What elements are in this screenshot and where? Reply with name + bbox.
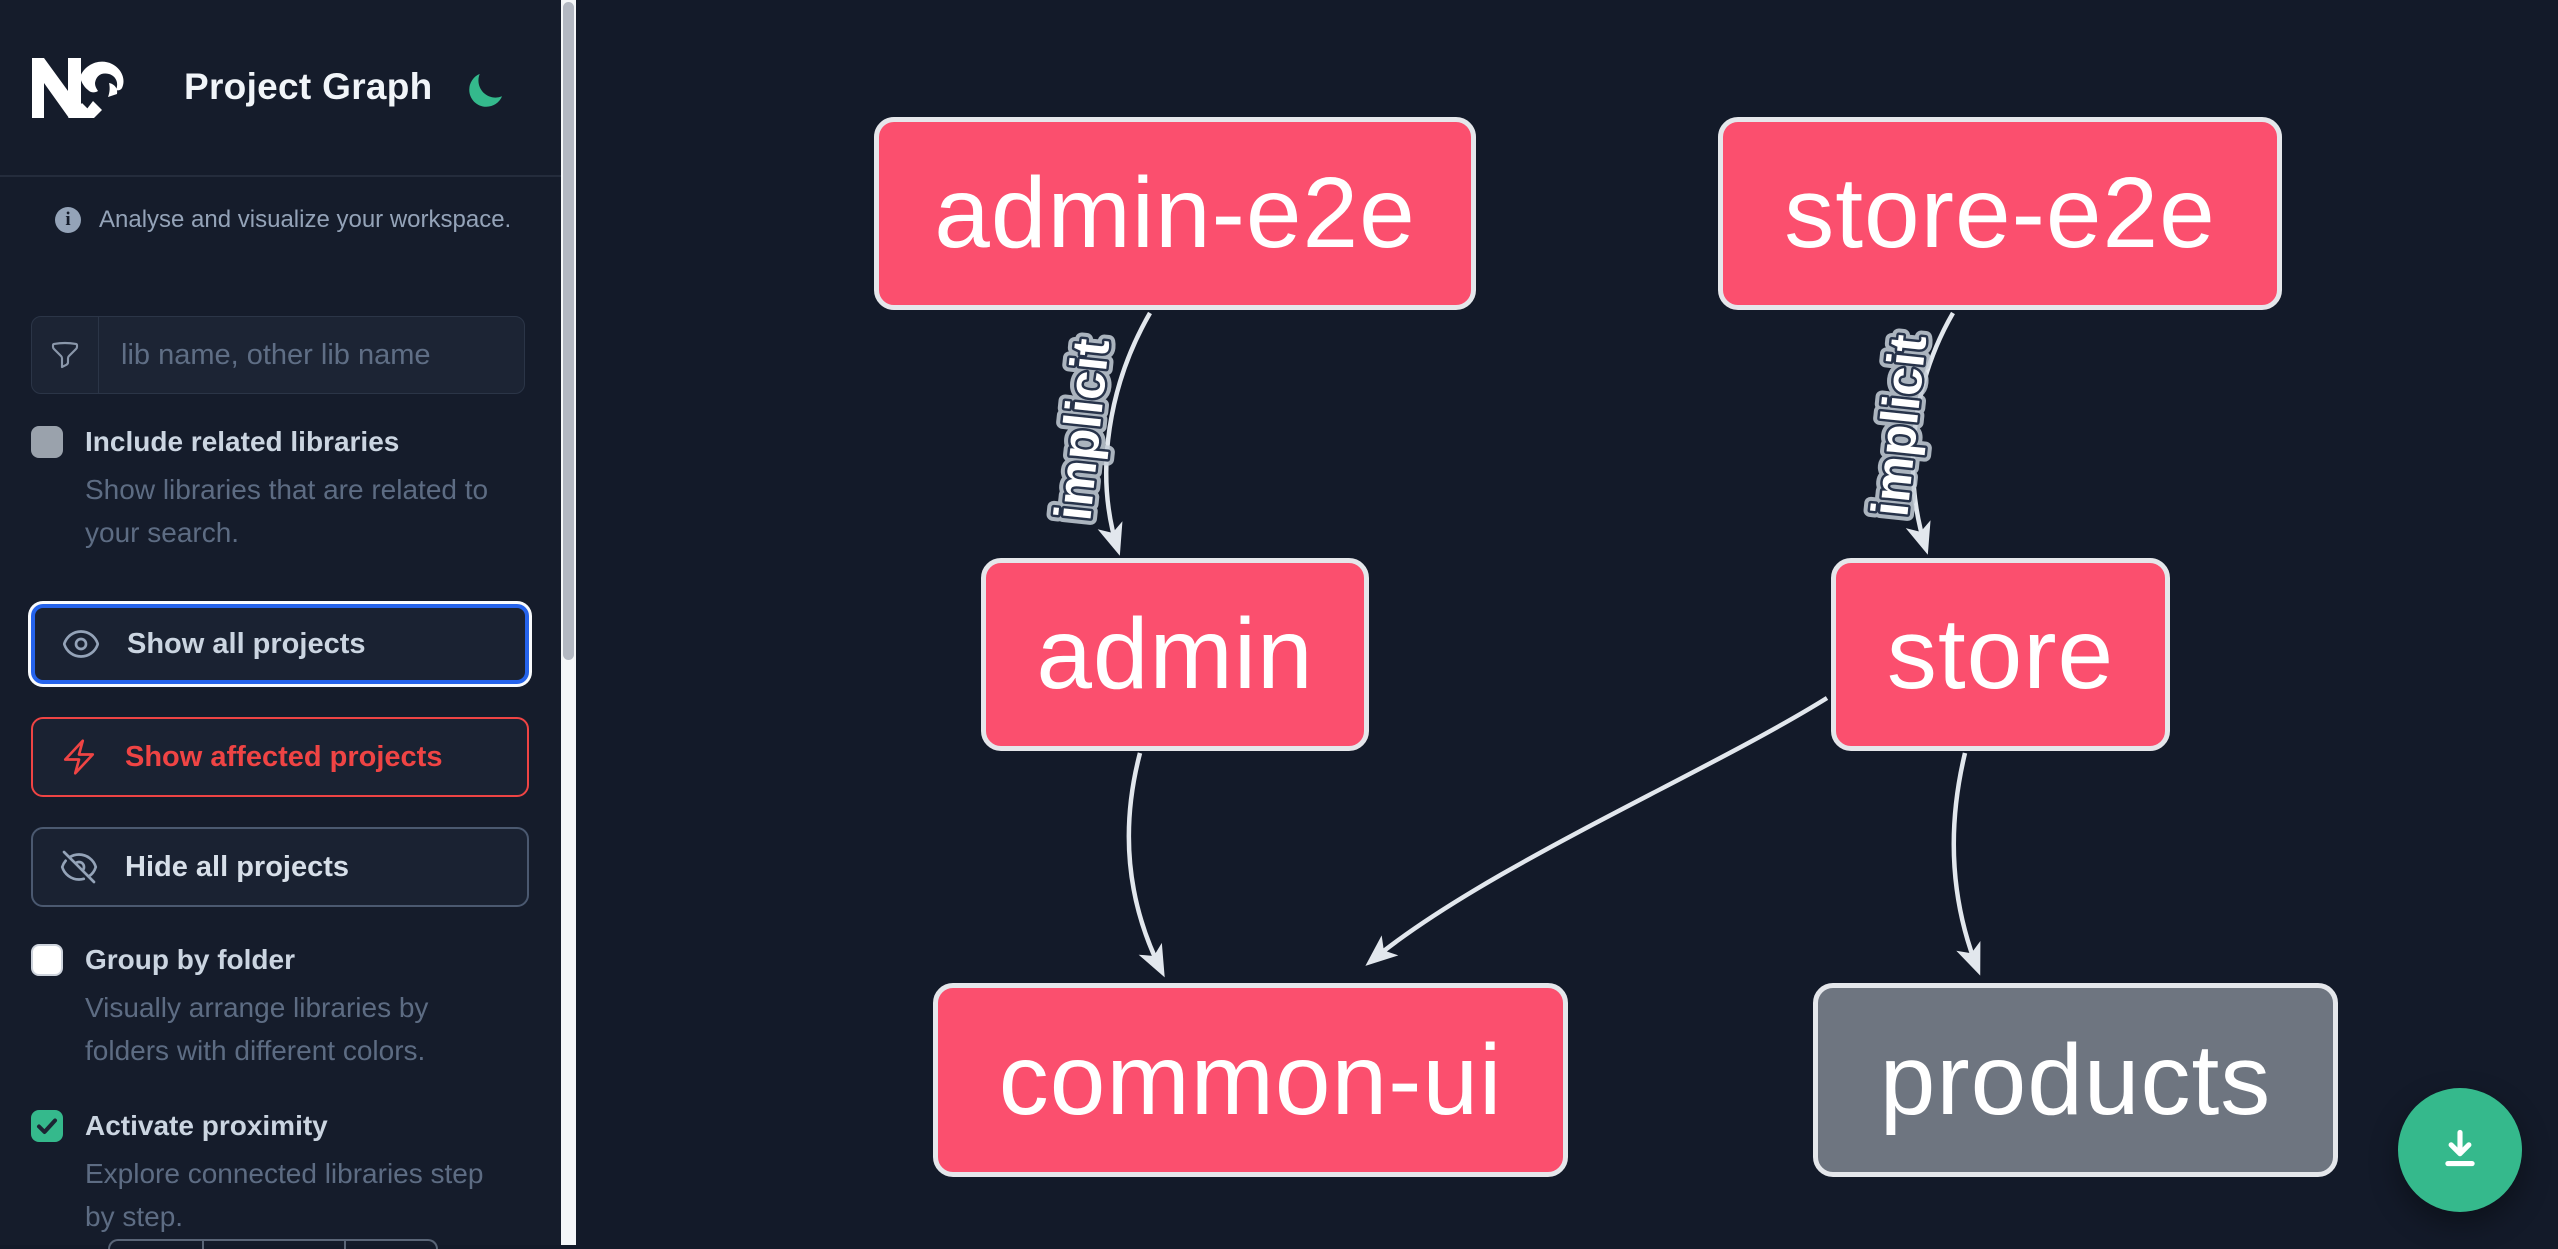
activate-proximity-label: Activate proximity xyxy=(85,1110,328,1141)
eye-slash-icon xyxy=(60,850,98,884)
workspace-info-text: Analyse and visualize your workspace. xyxy=(99,206,512,233)
graph-edge-store-e2e-to-store[interactable] xyxy=(1905,311,1955,555)
sidebar-scrollbar-track[interactable] xyxy=(561,0,576,1245)
dark-mode-toggle[interactable] xyxy=(464,70,506,112)
hide-all-projects-button[interactable]: Hide all projects xyxy=(31,827,529,907)
show-affected-projects-button[interactable]: Show affected projects xyxy=(31,717,529,797)
option-include-related: Include related libraries Show libraries… xyxy=(31,426,529,554)
segment-1[interactable] xyxy=(108,1239,204,1249)
filter-icon-cell xyxy=(32,317,99,393)
check-icon xyxy=(37,1118,57,1134)
project-filter-input[interactable] xyxy=(99,317,524,393)
graph-edge-store-to-common-ui[interactable] xyxy=(1365,696,1829,966)
include-related-checkbox[interactable] xyxy=(31,426,63,458)
include-related-description: Show libraries that are related to your … xyxy=(85,474,489,548)
show-affected-projects-label: Show affected projects xyxy=(125,740,443,773)
info-icon: i xyxy=(55,207,81,233)
graph-edge-admin-e2e-to-admin[interactable] xyxy=(1097,311,1152,556)
sidebar-header: Project Graph xyxy=(0,0,561,177)
graph-node-store[interactable]: store xyxy=(1831,558,2170,751)
graph-node-common-ui[interactable]: common-ui xyxy=(933,983,1568,1177)
group-by-folder-description: Visually arrange libraries by folders wi… xyxy=(85,992,429,1066)
segment-3[interactable] xyxy=(346,1239,438,1249)
edge-label-store-e2e-to-store: implicit xyxy=(1861,332,1938,519)
group-by-folder-checkbox[interactable] xyxy=(31,944,63,976)
graph-node-admin[interactable]: admin xyxy=(981,558,1369,751)
funnel-icon xyxy=(51,341,79,369)
proximity-depth-segmented-control[interactable] xyxy=(108,1239,438,1249)
workspace-info: i Analyse and visualize your workspace. xyxy=(55,206,511,234)
show-all-projects-label: Show all projects xyxy=(127,627,366,660)
save-image-button[interactable] xyxy=(2398,1088,2522,1212)
hide-all-projects-label: Hide all projects xyxy=(125,850,350,883)
option-activate-proximity: Activate proximity Explore connected lib… xyxy=(31,1110,529,1238)
segment-2[interactable] xyxy=(204,1239,346,1249)
graph-edge-admin-to-common-ui[interactable] xyxy=(1126,752,1165,978)
nx-logo-icon xyxy=(32,58,124,118)
graph-node-admin-e2e[interactable]: admin-e2e xyxy=(874,117,1476,310)
graph-node-store-e2e[interactable]: store-e2e xyxy=(1718,117,2282,310)
include-related-label: Include related libraries xyxy=(85,426,400,457)
activate-proximity-checkbox[interactable] xyxy=(31,1110,63,1142)
option-group-by-folder: Group by folder Visually arrange librari… xyxy=(31,944,529,1072)
group-by-folder-label: Group by folder xyxy=(85,944,295,975)
moon-icon xyxy=(469,73,503,107)
project-filter-box xyxy=(31,316,525,394)
bolt-icon xyxy=(63,739,95,775)
sidebar-scrollbar-thumb[interactable] xyxy=(563,2,574,660)
graph-edge-store-to-products[interactable] xyxy=(1951,752,1981,976)
show-all-projects-button[interactable]: Show all projects xyxy=(31,604,529,684)
eye-icon xyxy=(62,630,100,658)
graph-node-products[interactable]: products xyxy=(1813,983,2338,1177)
download-icon xyxy=(2445,1129,2475,1167)
edge-label-admin-e2e-to-admin: implicit xyxy=(1044,336,1121,523)
activate-proximity-description: Explore connected libraries step by step… xyxy=(85,1158,484,1232)
sidebar: Project Graph i Analyse and visualize yo… xyxy=(0,0,561,1249)
page-title: Project Graph xyxy=(184,66,433,107)
